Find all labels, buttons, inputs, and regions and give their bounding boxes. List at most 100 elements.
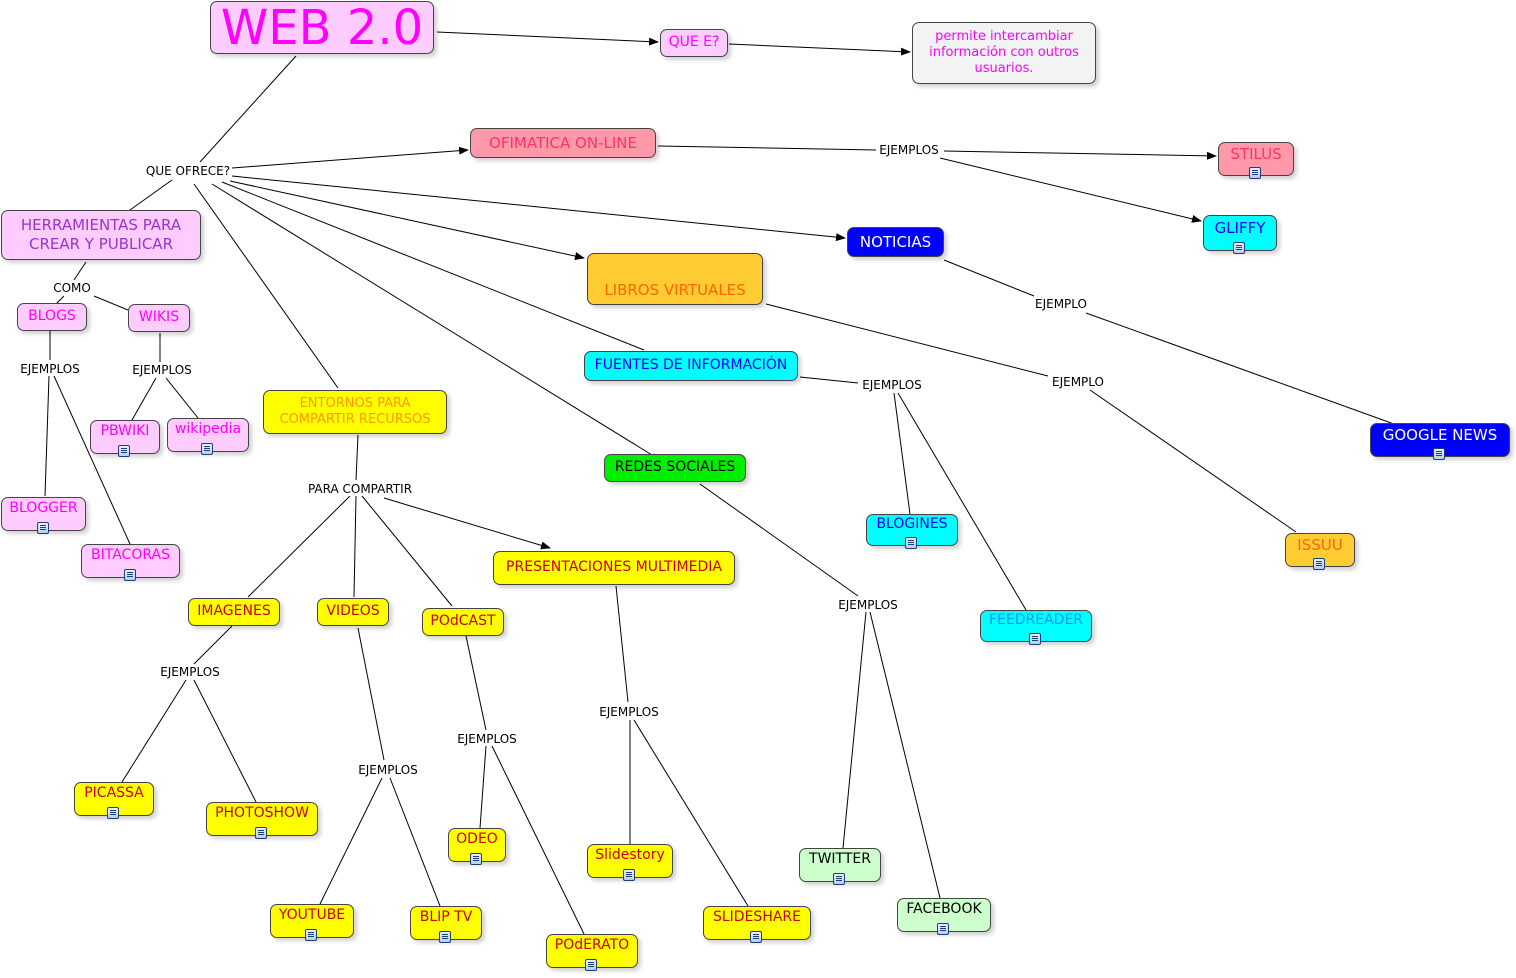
resource-icon[interactable] [623,869,635,881]
resource-icon[interactable] [36,522,49,534]
node-presentaciones-label: PRESENTACIONES MULTIMEDIA [506,559,722,576]
node-blogs[interactable]: BLOGS [17,303,87,331]
node-wikis[interactable]: WIKIS [128,304,190,332]
link-label-queofrece: QUE OFRECE? [143,164,233,178]
node-stilus[interactable]: STILUS [1218,142,1294,179]
node-issuu[interactable]: ISSUU [1285,533,1355,570]
resource-icon[interactable] [585,959,597,971]
link-pres-ej [615,585,629,703]
link-queofrece-entornos [193,183,339,389]
node-bliptv[interactable]: BLIP TV [410,906,482,943]
link-ej-picassa [121,679,187,783]
node-entornos-label: ENTORNOS PARA COMPARTIR RECURSOS [279,395,431,427]
link-como-wikis [93,295,129,311]
node-gliffy-label: GLIFFY [1214,218,1266,237]
node-pbwiki[interactable]: PBWIKI [90,420,160,457]
resource-icon[interactable] [470,853,482,865]
resource-icon[interactable] [750,931,762,943]
resource-icon[interactable] [905,537,917,549]
link-queofrece-noticias [231,175,846,242]
node-gliffy[interactable]: GLIFFY [1203,215,1277,254]
node-podcast-label: POdCAST [430,613,496,630]
resource-icon[interactable] [123,569,136,581]
node-herramientas-label: HERRAMIENTAS PARA CREAR Y PUBLICAR [20,216,182,253]
node-youtube[interactable]: YOUTUBE [270,904,354,941]
node-videos-label: VIDEOS [326,603,380,620]
link-ej-slideshare [633,719,749,907]
node-podcast[interactable]: POdCAST [422,608,504,636]
link-queofrece-fuentes [221,181,645,351]
resource-icon[interactable] [833,873,845,885]
resource-icon[interactable] [305,929,317,941]
resource-icon[interactable] [107,807,119,819]
link-label-ejemplos-blogs: EJEMPLOS [18,362,82,376]
node-ofimatica[interactable]: OFIMATICA ON-LINE [470,128,656,158]
resource-icon[interactable] [255,827,267,839]
node-twitter[interactable]: TWITTER [799,848,881,885]
node-presentaciones[interactable]: PRESENTACIONES MULTIMEDIA [493,551,735,585]
link-ej-googlenews [1085,312,1395,425]
link-label-ejemplos-podcast: EJEMPLOS [455,732,519,746]
node-slidestory[interactable]: Slidestory [587,844,673,881]
link-redes-ej [699,483,859,597]
resource-icon[interactable] [201,443,213,455]
resource-icon[interactable] [118,445,130,457]
resource-icon[interactable] [1313,558,1325,570]
link-ej-bitacoras [53,375,131,545]
link-podcast-ej [465,635,487,731]
node-picassa[interactable]: PICASSA [74,782,154,819]
resource-icon[interactable] [1029,633,1041,645]
link-ej-facebook [869,611,941,899]
link-ej-photoshow [193,679,257,803]
node-facebook[interactable]: FACEBOOK [897,898,991,935]
link-entornos-pc [355,434,359,481]
link-label-ejemplos-presentaciones: EJEMPLOS [597,705,661,719]
node-quee[interactable]: QUE E? [660,29,728,57]
node-blogger[interactable]: BLOGGER [1,497,86,534]
link-label-ejemplos-redes: EJEMPLOS [836,598,900,612]
link-imagenes-ej [193,625,233,665]
node-slideshare[interactable]: SLIDESHARE [703,906,811,943]
node-herramientas[interactable]: HERRAMIENTAS PARA CREAR Y PUBLICAR [1,210,201,260]
node-noticias[interactable]: NOTICIAS [847,227,944,257]
link-noticias-ej [943,259,1035,297]
node-quee-label: QUE E? [668,34,720,51]
node-permite[interactable]: permite intercambiar información con out… [912,22,1096,84]
link-quee-permite [728,43,911,56]
node-blogines[interactable]: BLOGINES [866,514,958,549]
node-feedreader[interactable]: FEEDREADER [980,610,1092,645]
resource-icon[interactable] [439,931,451,943]
node-videos[interactable]: VIDEOS [317,598,389,626]
node-facebook-label: FACEBOOK [906,901,982,918]
node-wikipedia[interactable]: wikipedia [167,418,249,455]
node-photoshow[interactable]: PHOTOSHOW [206,802,318,839]
node-youtube-label: YOUTUBE [278,907,346,924]
link-label-ejemplos-fuentes: EJEMPLOS [860,378,924,392]
node-googlenews[interactable]: GOOGLE NEWS [1370,423,1510,460]
resource-icon[interactable] [1433,448,1445,460]
resource-icon[interactable] [937,923,949,935]
node-odeo-label: ODEO [456,831,498,848]
node-libros[interactable]: LIBROS VIRTUALES [587,253,763,305]
resource-icon[interactable] [1249,167,1261,179]
node-libros-label: LIBROS VIRTUALES [604,281,746,300]
node-fuentes[interactable]: FUENTES DE INFORMACIÓN [584,351,798,381]
node-web20[interactable]: WEB 2.0 [210,0,434,56]
node-odeo[interactable]: ODEO [448,828,506,865]
link-como-blogs [55,295,65,305]
node-redes[interactable]: REDES SOCIALES [604,454,746,482]
node-twitter-label: TWITTER [809,851,871,868]
link-pc-imagenes [247,495,351,598]
resource-icon[interactable] [1233,242,1245,254]
node-poderato[interactable]: POdERATO [546,934,638,971]
node-slidestory-label: Slidestory [595,847,665,864]
node-blogines-label: BLOGINES [876,516,948,533]
node-slideshare-label: SLIDESHARE [712,909,801,926]
node-imagenes[interactable]: IMAGENES [188,598,280,626]
link-web20-queofrece [199,55,297,163]
node-bitacoras[interactable]: BITACORAS [81,544,180,581]
link-ej-issuu [1089,389,1297,533]
link-queofrece-redes [211,183,653,456]
node-entornos[interactable]: ENTORNOS PARA COMPARTIR RECURSOS [263,390,447,434]
